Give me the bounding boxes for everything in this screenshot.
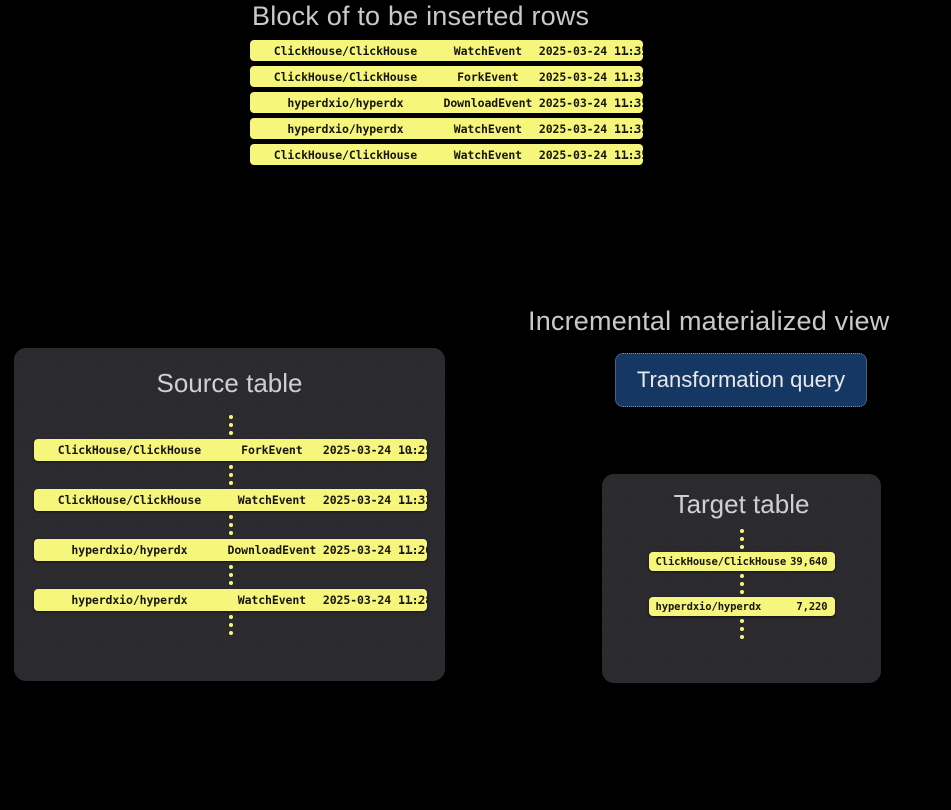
ellipsis-dot (739, 582, 744, 586)
cell-ts: 2025-03-24 11:35:44 (538, 69, 643, 84)
source-table-panel: Source table ClickHouse/ClickHouse ForkEv… (14, 348, 445, 681)
cell-repo: ClickHouse/ClickHouse (273, 43, 418, 58)
cell-event: WatchEvent (237, 593, 306, 607)
table-row: ClickHouse/ClickHouse WatchEvent 2025-03-2… (34, 489, 427, 511)
cell-repo: ClickHouse/ClickHouse (273, 69, 418, 84)
ellipsis-dot (739, 627, 744, 631)
cell-repo: ClickHouse/ClickHouse (655, 555, 787, 568)
cell-more: ... (615, 95, 640, 110)
ellipsis-dot (228, 531, 233, 535)
row-separator-dots (228, 561, 233, 589)
ellipsis-dot (739, 574, 744, 578)
cell-more: ... (399, 593, 424, 607)
cell-repo: hyperdxio/hyperdx (71, 543, 188, 557)
cell-repo: hyperdxio/hyperdx (287, 95, 404, 110)
cell-more: ... (615, 69, 640, 84)
ellipsis-dot (228, 631, 233, 635)
table-row: hyperdxio/hyperdx DownloadEvent 2025-03-24… (250, 92, 643, 113)
cell-event: WatchEvent (453, 121, 522, 136)
ellipsis-dot (739, 529, 744, 533)
cell-more: ... (615, 43, 640, 58)
cell-event: WatchEvent (453, 43, 522, 58)
cell-event: ForkEvent (457, 69, 519, 84)
cell-repo: ClickHouse/ClickHouse (57, 493, 202, 507)
row-separator-dots (228, 511, 233, 539)
transformation-query-box[interactable]: Transformation query (615, 353, 867, 407)
row-separator-dots (228, 411, 233, 439)
incremental-materialized-view-heading: Incremental materialized view (528, 306, 890, 336)
cell-event: WatchEvent (237, 493, 306, 507)
ellipsis-dot (228, 573, 233, 577)
cell-more: ... (399, 493, 424, 507)
cell-event: DownloadEvent (227, 543, 317, 557)
cell-ts: 2025-03-24 11:35:54 (538, 147, 643, 162)
ellipsis-dot (739, 590, 744, 594)
cell-ts: 2025-03-24 11:35:48 (538, 95, 643, 110)
cell-event: DownloadEvent (443, 95, 533, 110)
ellipsis-dot (228, 423, 233, 427)
block-heading: Block of to be inserted rows (252, 1, 590, 31)
table-row: ClickHouse/ClickHouse WatchEvent 2025-03-2… (250, 144, 643, 165)
ellipsis-dot (228, 473, 233, 477)
ellipsis-dot (228, 523, 233, 527)
table-row: hyperdxio/hyperdx WatchEvent 2025-03-24 11… (250, 118, 643, 139)
ellipsis-dot (228, 481, 233, 485)
cell-repo: hyperdxio/hyperdx (655, 600, 762, 613)
table-row: hyperdxio/hyperdx 7,220 (648, 597, 835, 616)
source-table-title: Source table (156, 368, 303, 398)
row-separator-dots (739, 616, 744, 642)
table-row: ClickHouse/ClickHouse ForkEvent 2025-03-24… (250, 66, 643, 87)
cell-event: WatchEvent (453, 147, 522, 162)
ellipsis-dot (228, 465, 233, 469)
cell-ts: 2025-03-24 11:28:32 (322, 593, 427, 607)
cell-ts: 2025-03-24 11:20:12 (322, 543, 427, 557)
cell-more: ... (399, 543, 424, 557)
row-separator-dots (228, 461, 233, 489)
ellipsis-dot (228, 565, 233, 569)
ellipsis-dot (228, 431, 233, 435)
cell-repo: hyperdxio/hyperdx (71, 593, 188, 607)
ellipsis-dot (228, 615, 233, 619)
cell-ts: 2025-03-24 10:25:00 (322, 443, 427, 457)
row-separator-dots (228, 611, 233, 639)
cell-event: ForkEvent (241, 443, 303, 457)
cell-count: 39,640 (790, 555, 828, 568)
ellipsis-dot (228, 623, 233, 627)
table-row: ClickHouse/ClickHouse ForkEvent 2025-03-24… (34, 439, 427, 461)
cell-repo: ClickHouse/ClickHouse (57, 443, 202, 457)
cell-more: ... (615, 147, 640, 162)
cell-ts: 2025-03-24 11:35:40 (538, 43, 643, 58)
ellipsis-dot (228, 515, 233, 519)
row-separator-dots (739, 571, 744, 597)
cell-ts: 2025-03-24 11:32:54 (322, 493, 427, 507)
cell-more: ... (399, 443, 424, 457)
ellipsis-dot (228, 581, 233, 585)
ellipsis-dot (739, 635, 744, 639)
cell-ts: 2025-03-24 11:35:52 (538, 121, 643, 136)
cell-repo: ClickHouse/ClickHouse (273, 147, 418, 162)
ellipsis-dot (228, 415, 233, 419)
target-table-title: Target table (673, 489, 810, 519)
ellipsis-dot (739, 537, 744, 541)
table-row: hyperdxio/hyperdx WatchEvent 2025-03-24 11… (34, 589, 427, 611)
source-table-rows: ClickHouse/ClickHouse ForkEvent 2025-03-24… (34, 411, 427, 639)
ellipsis-dot (739, 619, 744, 623)
row-separator-dots (739, 526, 744, 552)
cell-repo: hyperdxio/hyperdx (287, 121, 404, 136)
table-row: ClickHouse/ClickHouse WatchEvent 2025-03-2… (250, 40, 643, 61)
table-row: hyperdxio/hyperdx DownloadEvent 2025-03-24… (34, 539, 427, 561)
cell-count: 7,220 (796, 600, 828, 613)
cell-more: ... (615, 121, 640, 136)
ellipsis-dot (739, 545, 744, 549)
